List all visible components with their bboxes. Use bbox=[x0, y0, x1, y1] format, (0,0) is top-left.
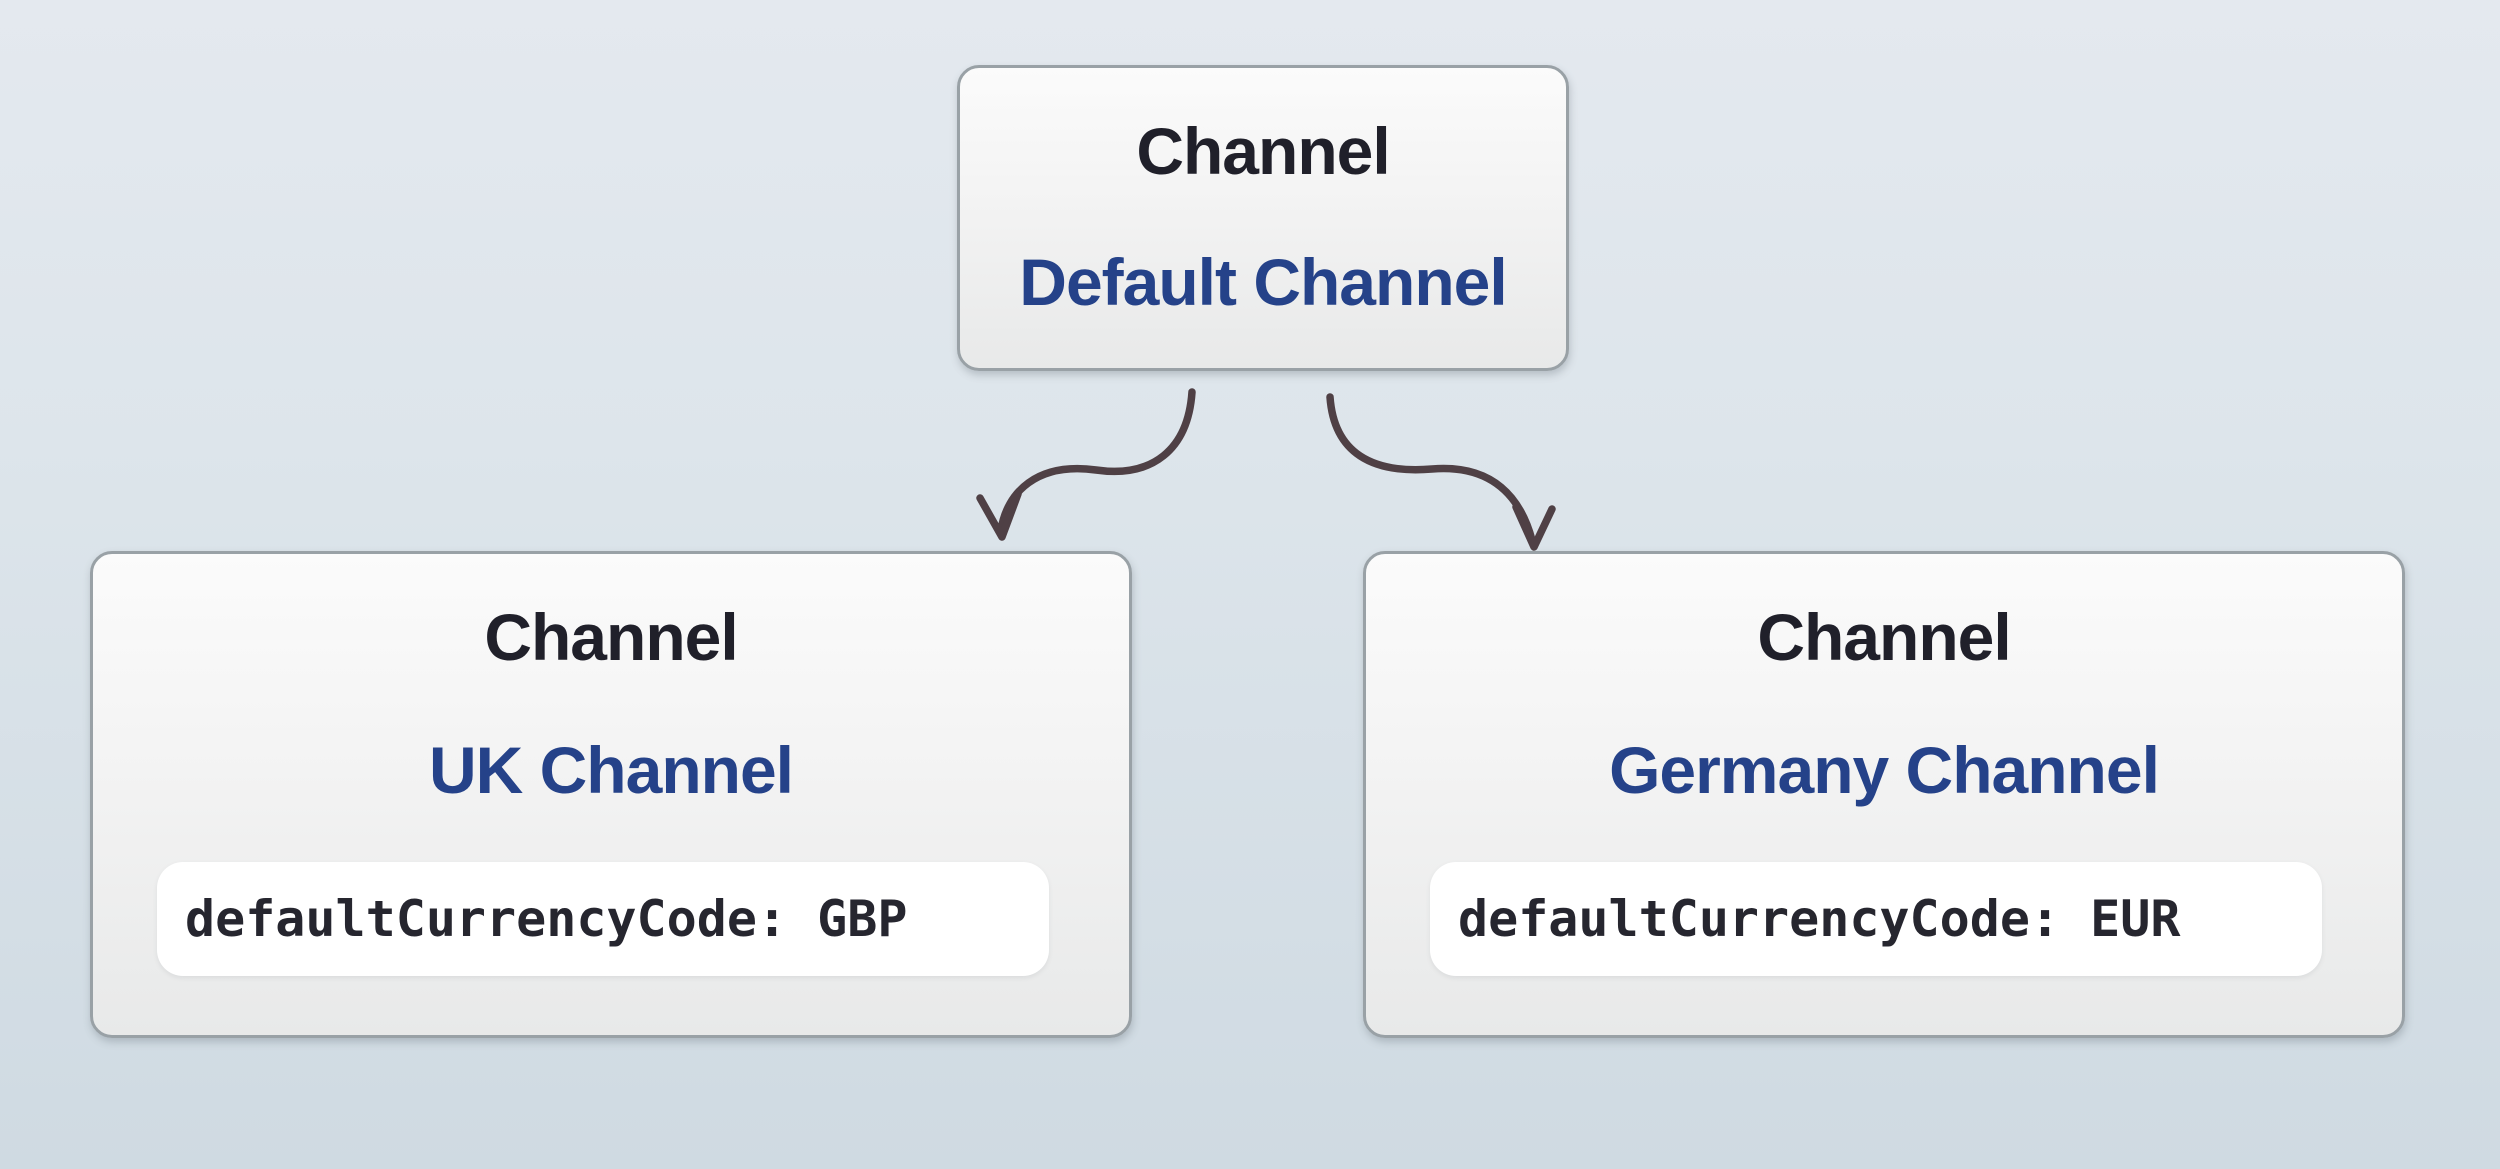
code-default-currency: defaultCurrencyCode: GBP bbox=[185, 890, 908, 948]
node-germany-channel: Channel Germany Channel defaultCurrencyC… bbox=[1363, 551, 2405, 1038]
code-pill: defaultCurrencyCode: GBP bbox=[157, 862, 1049, 976]
node-type-label: Channel bbox=[1136, 114, 1390, 188]
arrowhead-uk-icon bbox=[976, 490, 1022, 541]
node-name-label: Default Channel bbox=[1019, 245, 1507, 319]
node-default-channel: Channel Default Channel bbox=[957, 65, 1569, 371]
node-type-label: Channel bbox=[484, 600, 738, 674]
node-name-label: Germany Channel bbox=[1609, 733, 2160, 807]
node-type-label: Channel bbox=[1757, 600, 2011, 674]
code-default-currency: defaultCurrencyCode: EUR bbox=[1458, 890, 2181, 948]
code-pill: defaultCurrencyCode: EUR bbox=[1430, 862, 2322, 976]
node-name-label: UK Channel bbox=[428, 733, 794, 807]
arrow-default-to-germany-icon bbox=[1326, 393, 1536, 544]
arrowhead-germany-icon bbox=[1512, 503, 1556, 551]
arrow-default-to-uk-icon bbox=[997, 388, 1196, 534]
node-uk-channel: Channel UK Channel defaultCurrencyCode: … bbox=[90, 551, 1132, 1038]
